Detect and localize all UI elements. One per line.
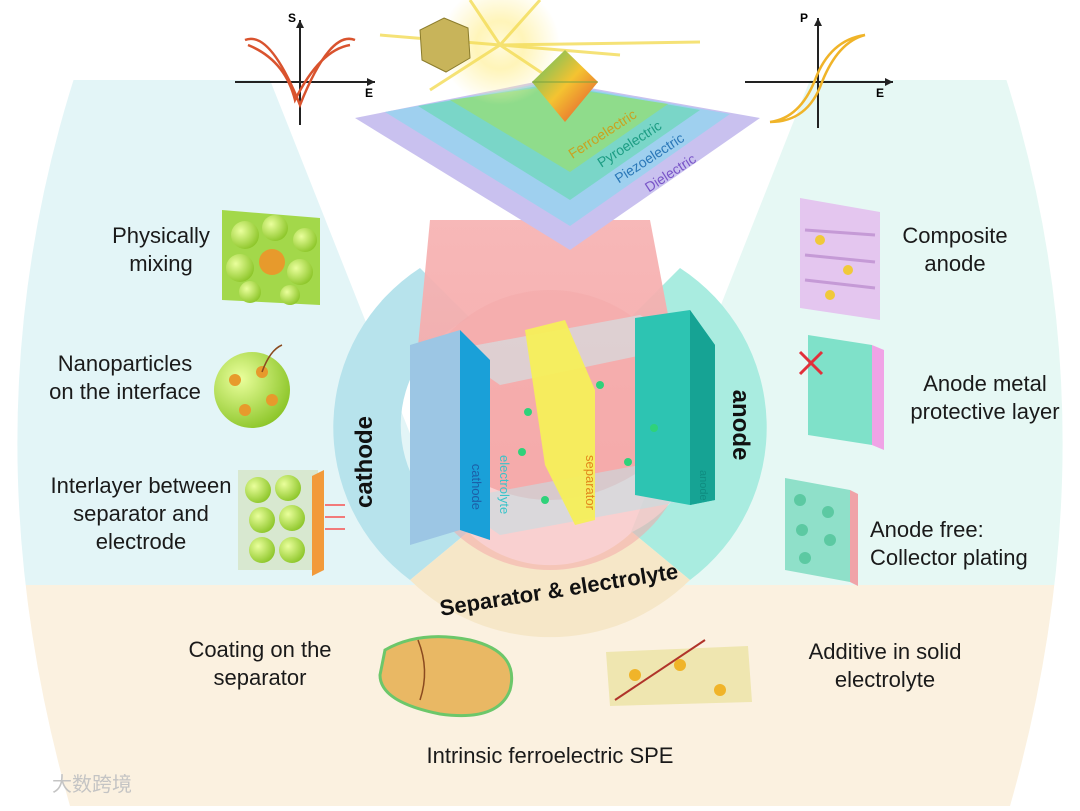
cathode-plate-face — [410, 330, 460, 545]
composite-anode-thumbnail — [800, 198, 880, 320]
anode-ring-label: anode — [727, 390, 754, 461]
plot-right-y-label: P — [800, 11, 808, 25]
anode-free-label: Anode free: Collector plating — [870, 516, 1060, 572]
anode-protective-label: Anode metal protective layer — [895, 370, 1075, 426]
plot-right-x-label: E — [876, 86, 884, 100]
composite-anode-label: Composite anode — [890, 222, 1020, 278]
plot-left-x-label: E — [365, 86, 373, 100]
battery-separator-label: separator — [583, 455, 598, 511]
intrinsic-spe-label: Intrinsic ferroelectric SPE — [400, 742, 700, 770]
watermark: 大数跨境 — [52, 770, 172, 798]
interlayer-label: Interlayer between separator and electro… — [36, 472, 246, 556]
protective-layer-thumbnail — [800, 335, 884, 450]
battery-electrolyte-label: electrolyte — [497, 455, 512, 514]
physically-mixing-label: Physically mixing — [96, 222, 226, 278]
battery-anode-label: anode — [697, 470, 709, 501]
battery-cathode-label: cathode — [469, 464, 484, 510]
mixing-thumbnail — [222, 210, 320, 305]
additive-label: Additive in solid electrolyte — [790, 638, 980, 694]
nanoparticles-label: Nanoparticles on the interface — [30, 350, 220, 406]
coating-label: Coating on the separator — [170, 636, 350, 692]
plot-left-y-label: S — [288, 11, 296, 25]
anode-free-thumbnail — [785, 478, 858, 586]
cathode-ring-label: cathode — [351, 416, 378, 508]
